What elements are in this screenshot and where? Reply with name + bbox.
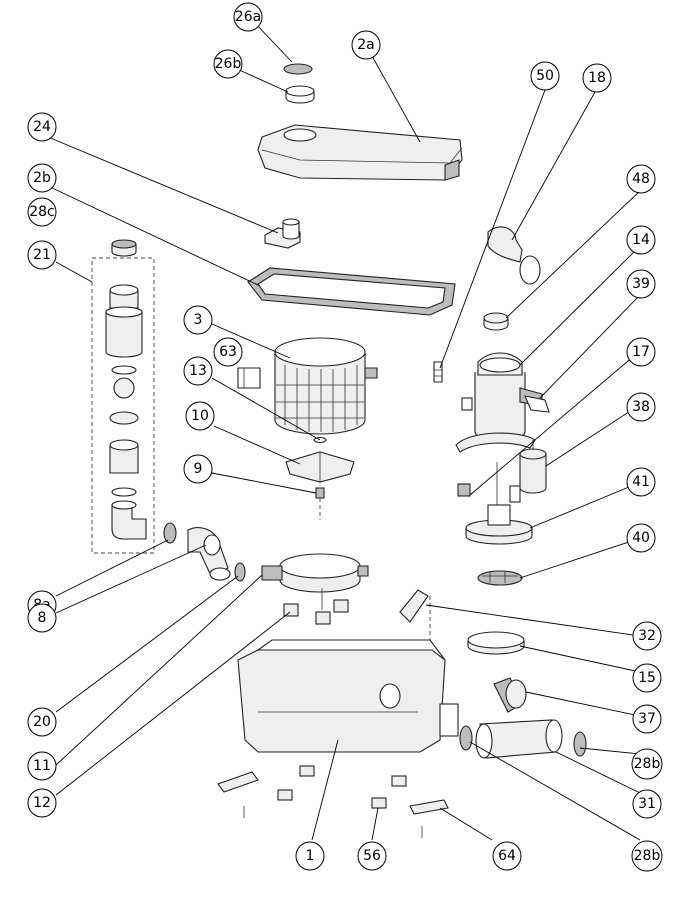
part-37-coupling <box>493 677 527 713</box>
callout-15: 15 <box>632 663 662 693</box>
callout-20: 20 <box>27 707 57 737</box>
callout-28b-bottom: 28b <box>631 840 663 872</box>
callout-14: 14 <box>626 225 656 255</box>
svg-text:2b: 2b <box>33 170 51 186</box>
svg-text:13: 13 <box>189 363 207 379</box>
svg-text:24: 24 <box>33 119 51 135</box>
part-63-clip <box>237 367 261 389</box>
callout-28c: 28c <box>27 197 57 227</box>
svg-text:50: 50 <box>536 68 554 84</box>
svg-text:28b: 28b <box>634 756 661 772</box>
svg-text:3: 3 <box>194 312 203 328</box>
svg-text:2a: 2a <box>357 37 375 53</box>
part-18-valve <box>487 226 541 285</box>
part-9-bolt <box>315 487 325 520</box>
svg-text:40: 40 <box>632 530 650 546</box>
svg-text:38: 38 <box>632 399 650 415</box>
callout-28b-top: 28b <box>631 748 663 780</box>
callout-31: 31 <box>632 789 662 819</box>
part-8a-clamp <box>163 522 177 544</box>
callout-41: 41 <box>626 467 656 497</box>
callout-8: 8 <box>27 603 57 633</box>
callout-63: 63 <box>213 337 243 367</box>
svg-text:31: 31 <box>638 796 656 812</box>
callout-32: 32 <box>632 621 662 651</box>
part-17-seal <box>455 432 536 453</box>
svg-text:64: 64 <box>498 848 516 864</box>
part-26a-cap <box>283 63 313 75</box>
svg-text:28c: 28c <box>29 204 55 220</box>
callout-21: 21 <box>27 240 57 270</box>
part-15-ring <box>467 631 525 655</box>
callout-10: 10 <box>185 401 215 431</box>
svg-text:11: 11 <box>33 758 51 774</box>
callout-18: 18 <box>582 63 612 93</box>
callout-2a: 2a <box>351 30 381 60</box>
callout-26b: 26b <box>213 49 243 79</box>
part-26b-plug <box>285 85 315 104</box>
part-10-plate <box>285 451 355 483</box>
callout-56: 56 <box>357 841 387 871</box>
svg-text:10: 10 <box>191 408 209 424</box>
part-1-tank <box>237 639 459 753</box>
callout-64: 64 <box>492 841 522 871</box>
svg-text:1: 1 <box>306 848 315 864</box>
part-12-feet <box>283 588 349 625</box>
part-14-motor <box>461 352 543 441</box>
part-39-clamp <box>524 395 550 413</box>
part-8-elbow <box>187 527 231 581</box>
svg-text:17: 17 <box>632 344 650 360</box>
part-3-filter-basket <box>274 337 378 435</box>
svg-text:15: 15 <box>638 670 656 686</box>
callout-48: 48 <box>626 164 656 194</box>
callout-24: 24 <box>27 112 57 142</box>
svg-text:28b: 28b <box>634 848 661 864</box>
svg-text:37: 37 <box>638 711 656 727</box>
part-56-blocks <box>277 765 407 809</box>
callout-39: 39 <box>626 269 656 299</box>
svg-text:12: 12 <box>33 795 51 811</box>
part-20-ring <box>234 562 246 582</box>
part-2a-lid <box>257 124 463 181</box>
callout-11: 11 <box>27 751 57 781</box>
svg-text:32: 32 <box>638 628 656 644</box>
part-24-bracket <box>264 218 301 249</box>
leader-lines <box>47 21 642 841</box>
svg-text:14: 14 <box>632 232 650 248</box>
part-21-discharge-kit <box>91 239 155 554</box>
svg-text:18: 18 <box>588 70 606 86</box>
callout-2b: 2b <box>27 163 57 193</box>
svg-text:56: 56 <box>363 848 381 864</box>
callout-9: 9 <box>183 454 213 484</box>
part-2b-gasket <box>247 267 456 316</box>
part-38-capacitor <box>519 440 547 494</box>
callout-13: 13 <box>183 356 213 386</box>
svg-text:26a: 26a <box>235 9 261 25</box>
part-11-flange <box>261 553 369 593</box>
svg-text:8: 8 <box>38 610 47 626</box>
callout-12: 12 <box>27 788 57 818</box>
callout-40: 40 <box>626 523 656 553</box>
part-40-impeller <box>477 570 523 586</box>
svg-text:48: 48 <box>632 171 650 187</box>
svg-text:9: 9 <box>194 461 203 477</box>
svg-text:20: 20 <box>33 714 51 730</box>
callout-50: 50 <box>530 61 560 91</box>
part-48-ring <box>483 312 509 331</box>
callout-37: 37 <box>632 704 662 734</box>
callout-17: 17 <box>626 337 656 367</box>
part-31-hose <box>459 719 587 759</box>
svg-text:26b: 26b <box>215 56 242 72</box>
svg-text:21: 21 <box>33 247 51 263</box>
part-64-brackets <box>217 771 449 838</box>
svg-text:63: 63 <box>219 344 237 360</box>
svg-text:39: 39 <box>632 276 650 292</box>
part-41-impeller-base <box>457 462 533 545</box>
callout-3: 3 <box>183 305 213 335</box>
svg-text:41: 41 <box>632 474 650 490</box>
callout-26a: 26a <box>233 2 263 32</box>
callout-1: 1 <box>295 841 325 871</box>
callout-38: 38 <box>626 392 656 422</box>
